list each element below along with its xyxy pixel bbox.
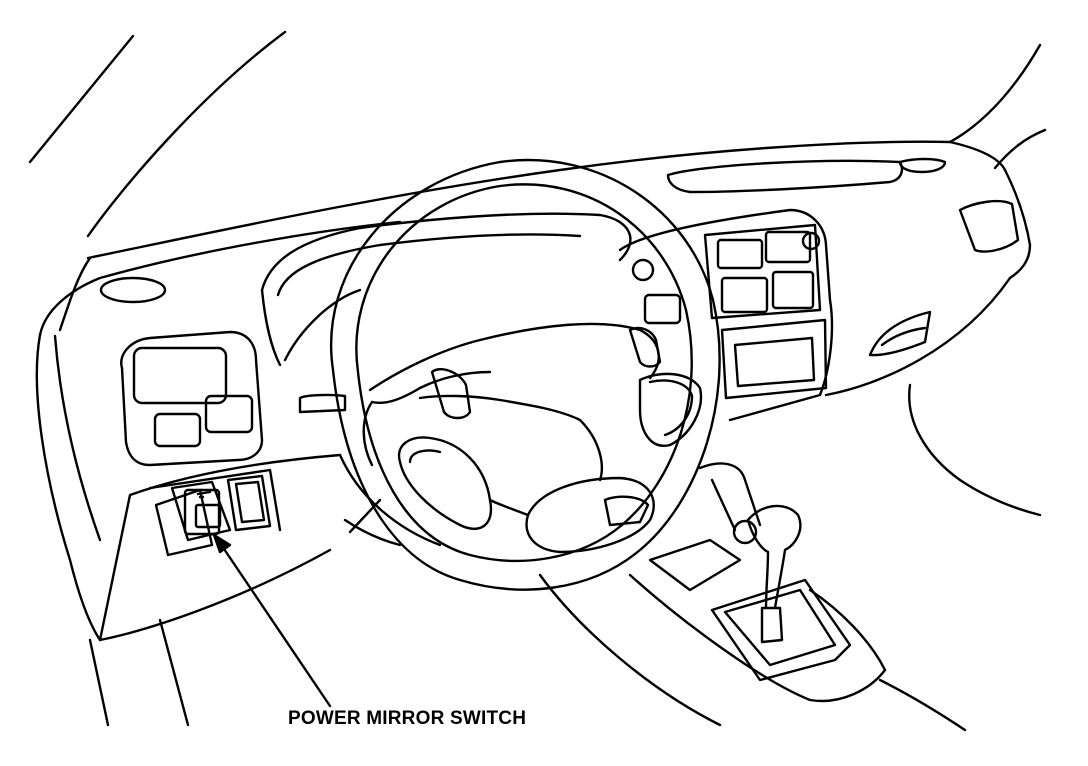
center-console <box>618 208 834 422</box>
left-switch-panel <box>120 330 264 467</box>
a-pillar-left <box>28 30 287 332</box>
dashboard-top <box>38 140 1032 337</box>
callout-label: POWER MIRROR SWITCH <box>288 708 527 729</box>
steering-column <box>343 498 402 547</box>
steering-wheel <box>330 158 721 591</box>
callout-arrow <box>212 533 332 708</box>
lower-console <box>538 462 967 732</box>
steering-hub <box>338 322 703 554</box>
gear-shifter <box>732 504 802 644</box>
power-mirror-switch <box>148 468 282 557</box>
right-dashboard <box>824 199 1042 517</box>
dashboard-left-end <box>35 276 342 727</box>
a-pillar-right <box>948 43 1047 170</box>
instrument-cluster <box>260 212 632 414</box>
